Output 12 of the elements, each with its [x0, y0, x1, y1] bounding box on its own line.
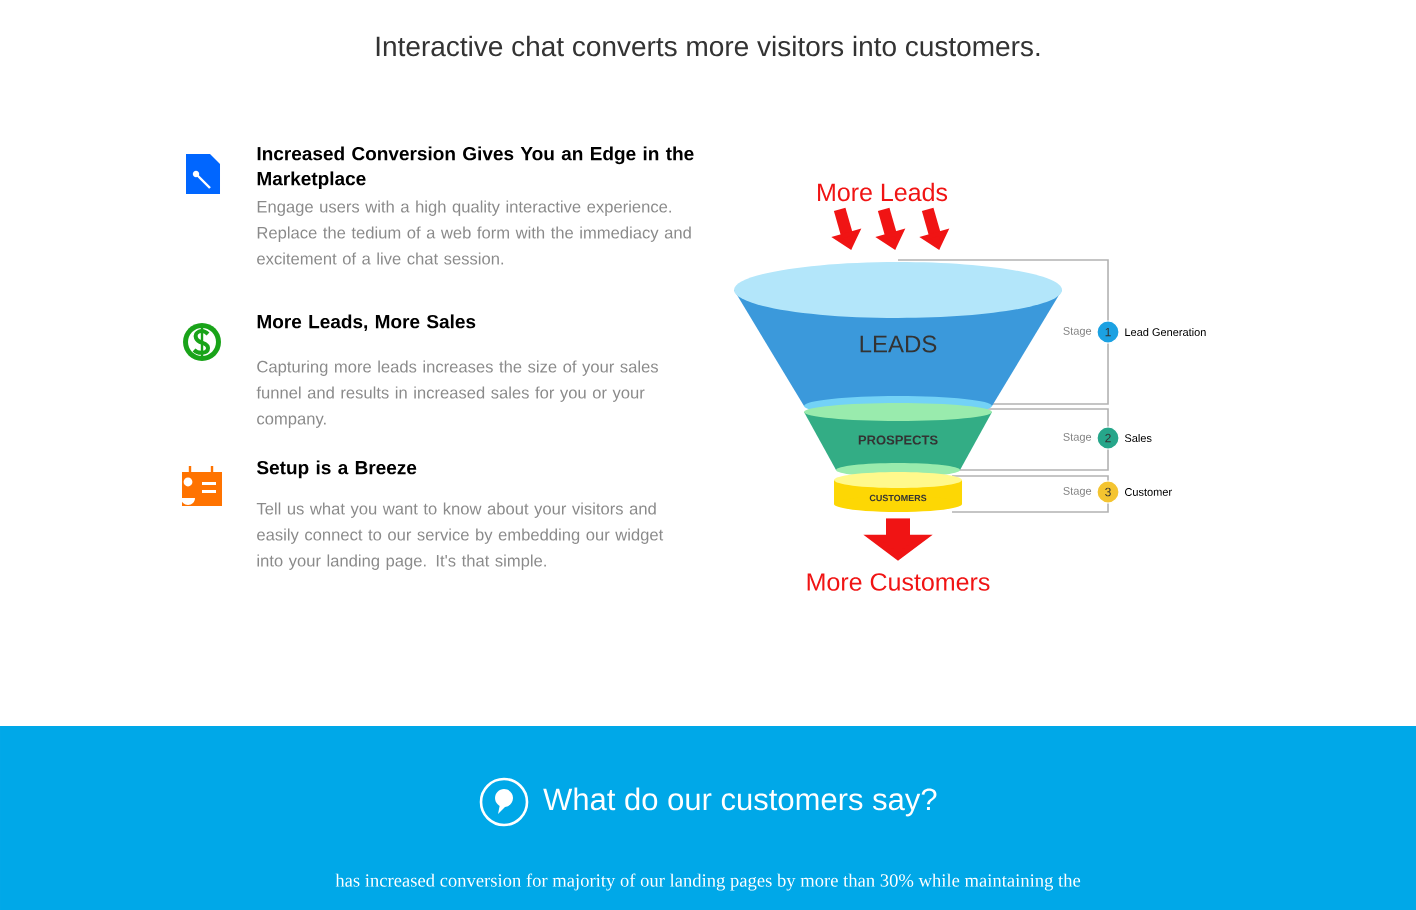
feature-text: Capturing more leads increases the size of your sales funnel and results in increased sales for you or your company. — [256, 360, 658, 428]
feature-text: Tell us what you want to know about your visitors and easily connect to our service by embedding our widget into your landing page. It's that simple. — [256, 502, 664, 570]
feature-heading: Setup is a Breeze — [256, 460, 417, 479]
funnel-caption: More Customers — [807, 573, 990, 591]
testimonial-text: has increased conversion for majority of our landing pages by more than 30% while maintaining the — [335, 873, 1081, 891]
funnel-section: LEADS — [734, 262, 1062, 416]
funnel-caption: More Leads — [818, 182, 948, 202]
feature-text: Engage users with a high quality interactive experience. Replace the tedium of a web form with the immediacy and excitement of a live chat session. — [257, 200, 691, 265]
section-heading: What do our customers say? — [543, 787, 937, 817]
feature-heading: Increased Conversion Gives You an Edge in the Marketplace — [257, 146, 694, 190]
page-title: Interactive chat converts more visitors into customers. — [376, 35, 1040, 57]
feature-heading: More Leads, More Sales — [257, 314, 476, 332]
